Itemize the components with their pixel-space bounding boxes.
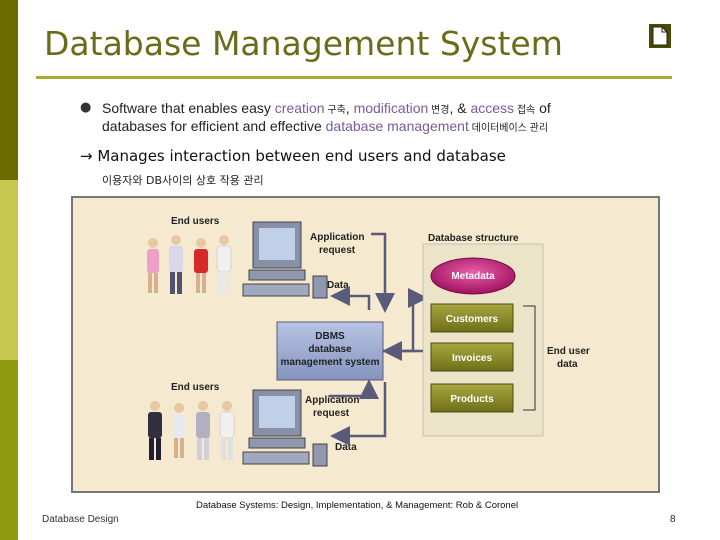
data-top-label: Data <box>327 280 349 291</box>
bullet-text: , <box>345 100 354 116</box>
data-bottom-label: Data <box>335 442 357 453</box>
invoices-label: Invoices <box>452 353 492 364</box>
title-underline <box>36 76 672 79</box>
term-creation: creation <box>274 100 325 116</box>
db-structure-label: Database structure <box>428 233 519 244</box>
sidebar-segment-dark <box>0 0 18 180</box>
korean-database-management: 데이터베이스 관리 <box>468 123 549 134</box>
dbms-label-line2: database <box>308 344 352 355</box>
page-number: 8 <box>670 514 676 525</box>
bullet-text: of <box>535 100 551 116</box>
dbms-diagram: End users Application request Data DBMS … <box>71 196 660 493</box>
left-sidebar-stripe <box>0 0 18 540</box>
slide-title: Database Management System <box>44 24 563 63</box>
dbms-label-line1: DBMS <box>315 331 345 342</box>
metadata-label: Metadata <box>451 271 495 282</box>
end-users-top-figures <box>147 235 232 294</box>
footer-citation: Database Systems: Design, Implementation… <box>196 500 519 511</box>
term-access: access <box>470 100 515 116</box>
bullet-text: Software that enables easy <box>102 100 275 116</box>
sidebar-segment-mid <box>0 360 18 540</box>
korean-interaction-line: 이용자와 DB사이의 상호 작용 관리 <box>102 174 264 187</box>
end-user-data-line2: data <box>557 359 578 370</box>
end-users-bottom-label: End users <box>171 382 220 393</box>
korean-creation: 구축 <box>324 105 346 116</box>
bullet-line-1: Software that enables easy creation 구축 , … <box>102 100 551 116</box>
customers-label: Customers <box>446 314 499 325</box>
sidebar-segment-light <box>0 180 18 360</box>
dbms-label-line3: management system <box>281 357 380 368</box>
computer-top-icon <box>242 221 328 299</box>
document-icon[interactable] <box>649 24 671 48</box>
korean-access: 접속 <box>514 105 536 116</box>
end-users-top-label: End users <box>171 216 220 227</box>
end-user-data-line1: End user <box>547 346 590 357</box>
bullet-line-2: databases for efficient and effective da… <box>102 118 548 134</box>
end-users-bottom-figures <box>148 401 235 460</box>
term-modification: modification <box>353 100 429 116</box>
footer-course: Database Design <box>42 514 119 525</box>
manages-interaction-line: → Manages interaction between end users … <box>80 147 506 165</box>
bullet-dot-icon: ● <box>80 100 92 115</box>
app-request-bottom-line1: Application <box>305 395 359 406</box>
korean-modification: 변경 <box>428 105 450 116</box>
app-request-top-line1: Application <box>310 232 364 243</box>
products-label: Products <box>450 394 494 405</box>
bullet-text: , & <box>449 100 471 116</box>
term-database-management: database management <box>325 118 469 134</box>
bullet-text: databases for efficient and effective <box>102 118 326 134</box>
computer-bottom-icon <box>242 389 328 467</box>
app-request-top-line2: request <box>319 245 356 256</box>
app-request-bottom-line2: request <box>313 408 350 419</box>
